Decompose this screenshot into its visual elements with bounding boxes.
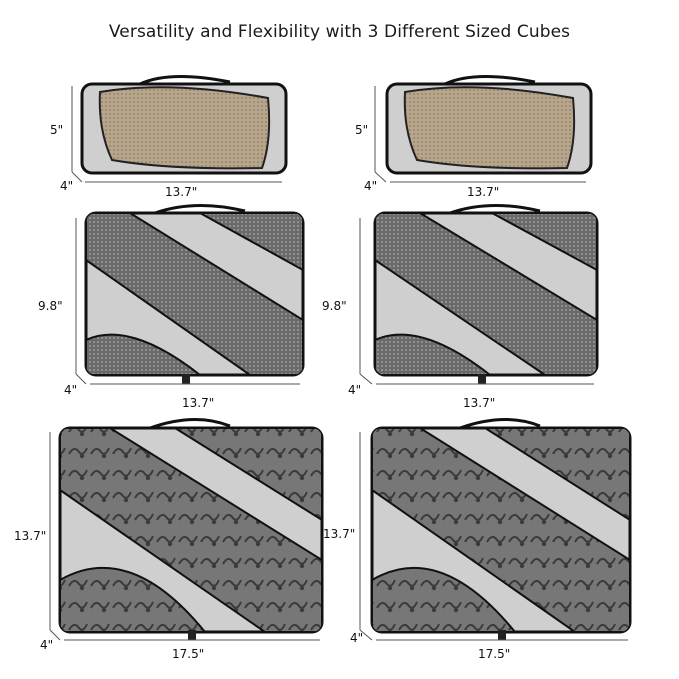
medium-cube-left-width-label: 13.7" [182, 396, 215, 410]
large-cube-left-depth-label: 4" [40, 638, 54, 652]
small-cube-left-height-label: 5" [50, 123, 64, 137]
small-cube-right-height-label: 5" [355, 123, 369, 137]
medium-cube-left-height-label: 9.8" [38, 299, 63, 313]
small-cube-left-depth-label: 4" [60, 179, 74, 193]
small-cube-right-width-label: 13.7" [467, 185, 500, 199]
large-cube-left-height-label: 13.7" [14, 529, 47, 543]
medium-cube-left [84, 204, 305, 384]
headline: Versatility and Flexibility with 3 Diffe… [108, 22, 571, 42]
medium-cube-right-height-label: 9.8" [322, 299, 347, 313]
large-cube-left [58, 418, 324, 640]
medium-cube-right [373, 204, 599, 384]
medium-cube-right-depth-label: 4" [348, 383, 362, 397]
large-cube-right-height-label: 13.7" [323, 527, 356, 541]
large-cube-right-width-label: 17.5" [478, 647, 511, 661]
small-cube-right [385, 75, 593, 175]
small-cube-left [80, 75, 288, 175]
large-cube-left-width-label: 17.5" [172, 647, 205, 661]
small-cube-right-depth-label: 4" [364, 179, 378, 193]
large-cube-right [370, 418, 632, 640]
large-cube-right-depth-label: 4" [350, 631, 364, 645]
small-cube-left-width-label: 13.7" [165, 185, 198, 199]
medium-cube-left-depth-label: 4" [64, 383, 78, 397]
medium-cube-right-width-label: 13.7" [463, 396, 496, 410]
dimension-lines [49, 86, 628, 641]
